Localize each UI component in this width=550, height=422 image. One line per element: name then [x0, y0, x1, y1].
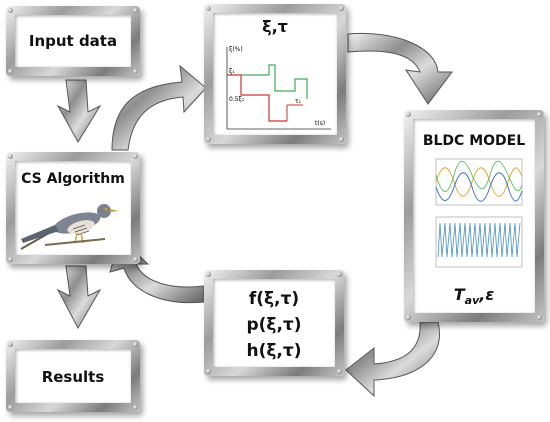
xi-tau-label: ξ,τ	[262, 17, 288, 36]
bldc-output-label: Tav,ε	[453, 285, 495, 308]
graph-tick-y1: ξ₁	[229, 68, 235, 75]
xi-tau-box: ξ,τ ξ(%) t(s) ξ₁ 0.5ξ₁ τ₁	[204, 4, 346, 144]
function-p-label: p(ξ,τ)	[246, 315, 302, 335]
arrow-input-to-cs	[56, 79, 102, 143]
input-data-label: Input data	[28, 32, 118, 50]
arrow-xitau-to-bldc	[347, 32, 453, 105]
step-input-graph: ξ(%) t(s) ξ₁ 0.5ξ₁ τ₁	[226, 46, 331, 130]
cs-algorithm-box: CS Algorithm	[6, 152, 140, 264]
cuckoo-bird-illustration	[20, 204, 119, 250]
green-step-signal	[241, 64, 308, 99]
input-data-box: Input data	[6, 6, 140, 76]
graph-tau-label: τ₁	[295, 98, 302, 105]
bldc-model-box: BLDC MODEL Tav,ε	[404, 110, 544, 322]
arrow-cs-to-xitau	[111, 64, 207, 151]
bldc-simulation-plots	[435, 158, 523, 268]
function-h-label: h(ξ,τ)	[246, 341, 302, 361]
graph-x-label: t(s)	[315, 120, 325, 127]
arrow-cs-to-results	[56, 265, 102, 330]
objective-functions-box: f(ξ,τ) p(ξ,τ) h(ξ,τ)	[204, 270, 344, 376]
cs-algorithm-label: CS Algorithm	[21, 171, 125, 187]
red-step-signal	[227, 74, 287, 122]
graph-y-label: ξ(%)	[229, 46, 243, 53]
results-label: Results	[41, 368, 105, 386]
results-box: Results	[6, 340, 140, 412]
graph-tick-y2: 0.5ξ₁	[229, 96, 245, 103]
function-f-label: f(ξ,τ)	[248, 289, 300, 309]
arrow-bldc-to-functions	[345, 321, 440, 398]
bldc-model-title: BLDC MODEL	[422, 133, 526, 149]
